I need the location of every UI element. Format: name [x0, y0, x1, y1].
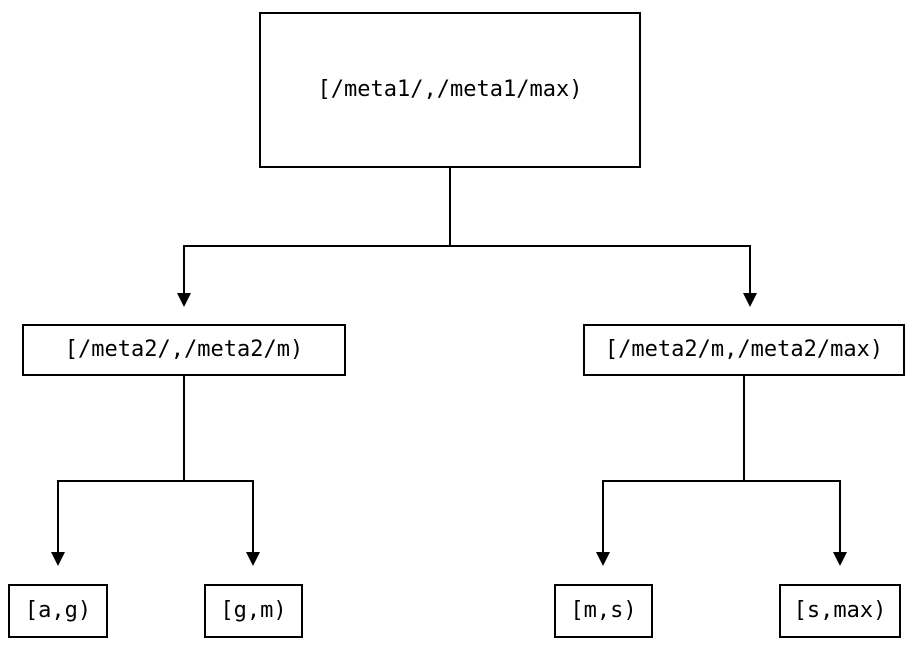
arrowhead-right-to-smax	[833, 552, 847, 566]
node-range-a-g-label: [a,g)	[24, 598, 92, 623]
arrowhead-root-to-left	[177, 293, 191, 307]
node-meta1-range-label: [/meta1/,/meta1/max)	[317, 77, 583, 102]
node-meta2-low-range: [/meta2/,/meta2/m)	[22, 324, 346, 376]
arrowhead-left-to-ag	[51, 552, 65, 566]
node-meta2-high-range-label: [/meta2/m,/meta2/max)	[604, 337, 884, 362]
arrowhead-left-to-gm	[246, 552, 260, 566]
node-meta1-range: [/meta1/,/meta1/max)	[259, 12, 641, 168]
arrowhead-root-to-right	[743, 293, 757, 307]
node-range-m-s-label: [m,s)	[570, 598, 637, 623]
node-range-m-s: [m,s)	[554, 584, 653, 638]
node-meta2-low-range-label: [/meta2/,/meta2/m)	[64, 337, 304, 362]
node-range-g-m-label: [g,m)	[220, 598, 287, 623]
node-range-g-m: [g,m)	[204, 584, 303, 638]
node-meta2-high-range: [/meta2/m,/meta2/max)	[583, 324, 905, 376]
node-range-s-max: [s,max)	[779, 584, 901, 638]
node-range-s-max-label: [s,max)	[793, 598, 887, 623]
node-range-a-g: [a,g)	[8, 584, 108, 638]
arrowhead-right-to-ms	[596, 552, 610, 566]
